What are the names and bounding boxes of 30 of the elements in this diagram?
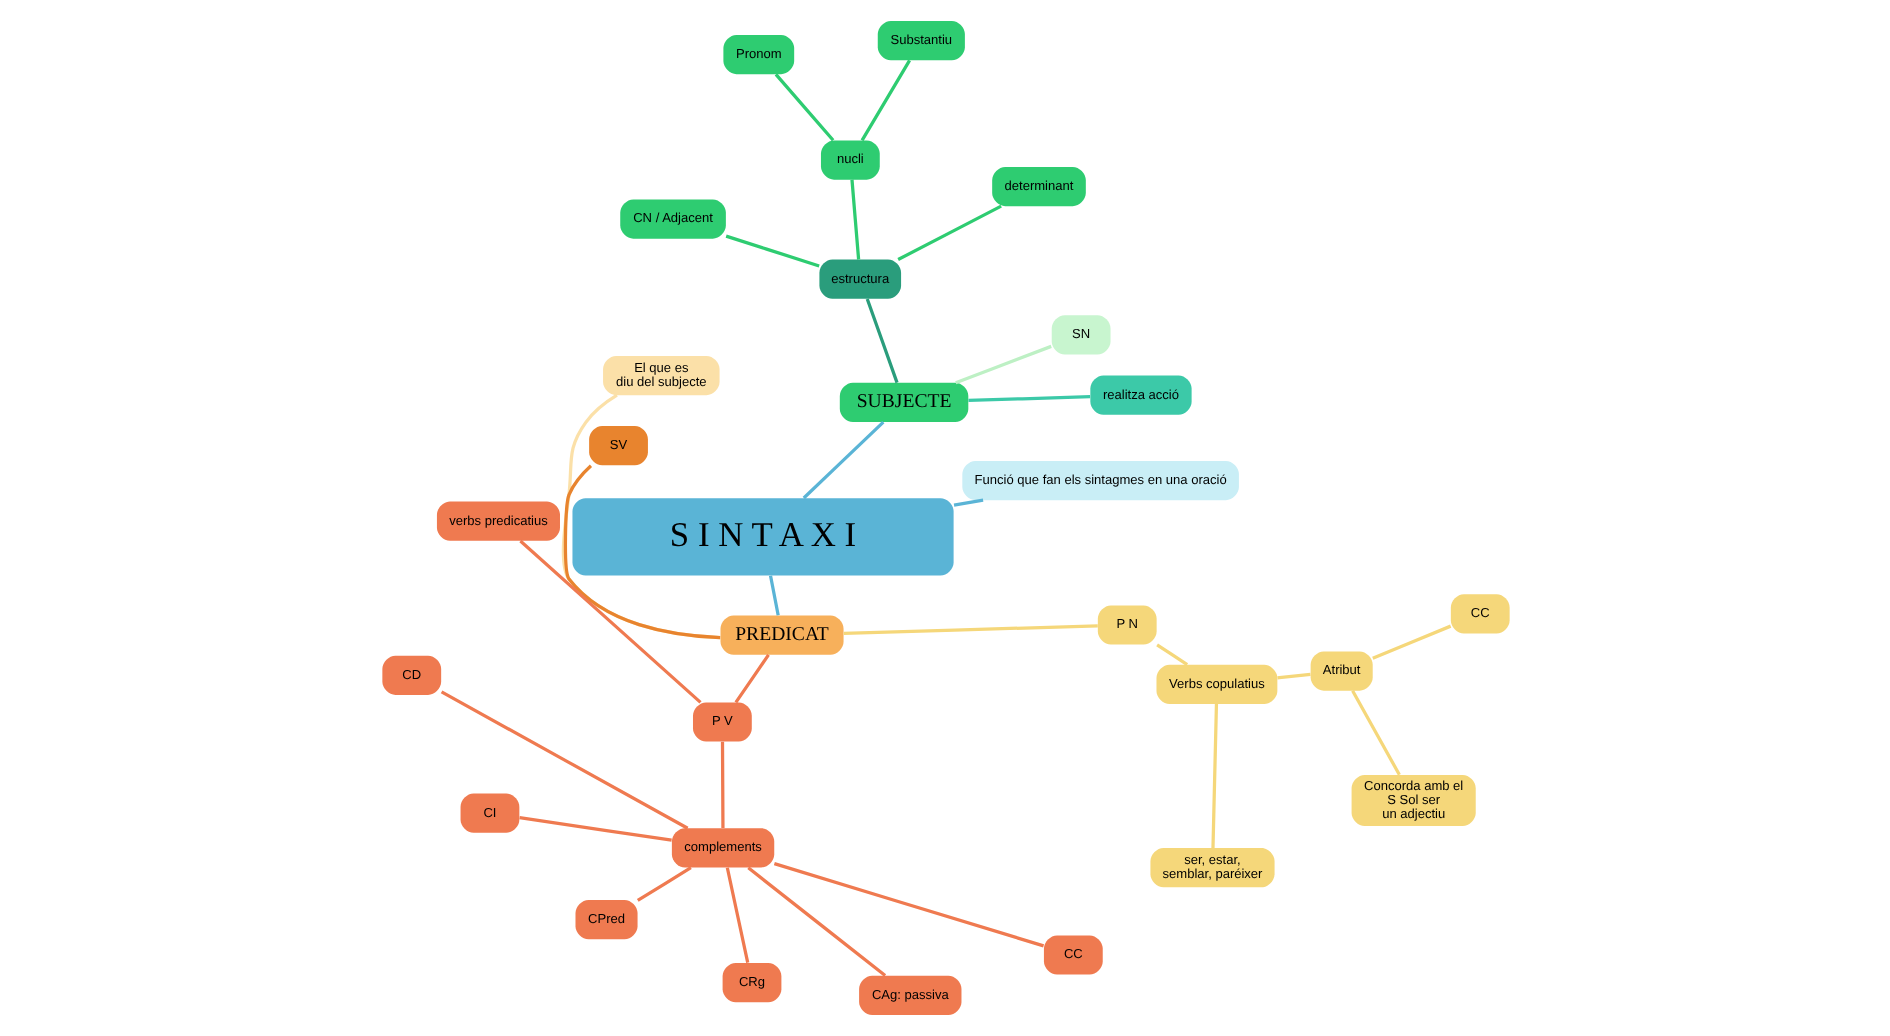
connector <box>773 73 834 142</box>
node-box: S I N T A X I <box>571 498 953 576</box>
connector <box>1210 704 1218 848</box>
connector <box>724 234 819 268</box>
connector <box>724 867 749 963</box>
connector <box>801 421 884 500</box>
connector <box>967 395 1090 403</box>
connector <box>746 866 886 977</box>
connector <box>952 498 983 507</box>
connector <box>849 179 860 260</box>
connector <box>896 204 1001 261</box>
connector <box>954 344 1051 385</box>
connector <box>719 741 724 828</box>
connector <box>1350 689 1400 776</box>
connector <box>772 862 1044 948</box>
connector <box>1276 672 1310 680</box>
connector <box>518 815 671 842</box>
connector <box>562 464 720 640</box>
connector <box>767 575 779 616</box>
connector <box>864 298 898 384</box>
node-box: PREDICAT <box>719 615 843 655</box>
connector <box>439 690 688 830</box>
connector <box>518 539 701 704</box>
connector <box>859 59 910 142</box>
connector <box>842 624 1097 635</box>
connector <box>733 653 769 704</box>
node-box: SUBJECTE <box>838 382 968 422</box>
connector <box>635 866 691 902</box>
connector <box>1371 624 1451 660</box>
connector <box>1155 643 1188 667</box>
